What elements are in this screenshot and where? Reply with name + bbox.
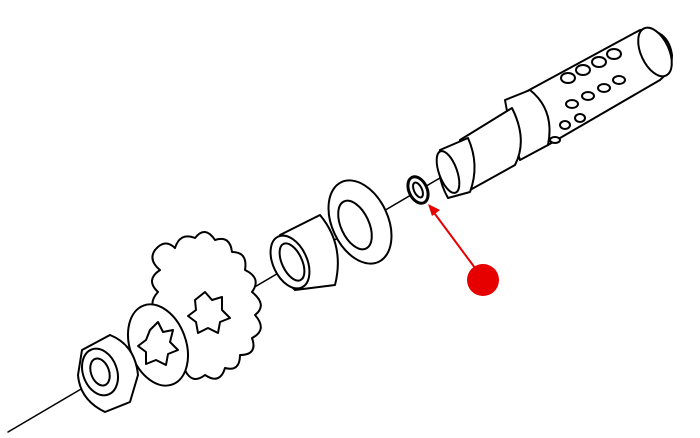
nut bbox=[77, 334, 139, 413]
lock-washer bbox=[127, 303, 189, 387]
callout-pointer bbox=[428, 204, 499, 296]
output-shaft bbox=[435, 26, 673, 199]
o-ring bbox=[406, 175, 430, 205]
arrowhead-icon bbox=[428, 204, 440, 216]
bushing bbox=[269, 214, 339, 291]
washer bbox=[327, 179, 393, 265]
highlight-marker-dot[interactable] bbox=[467, 264, 499, 296]
shaft-holes bbox=[549, 48, 626, 144]
